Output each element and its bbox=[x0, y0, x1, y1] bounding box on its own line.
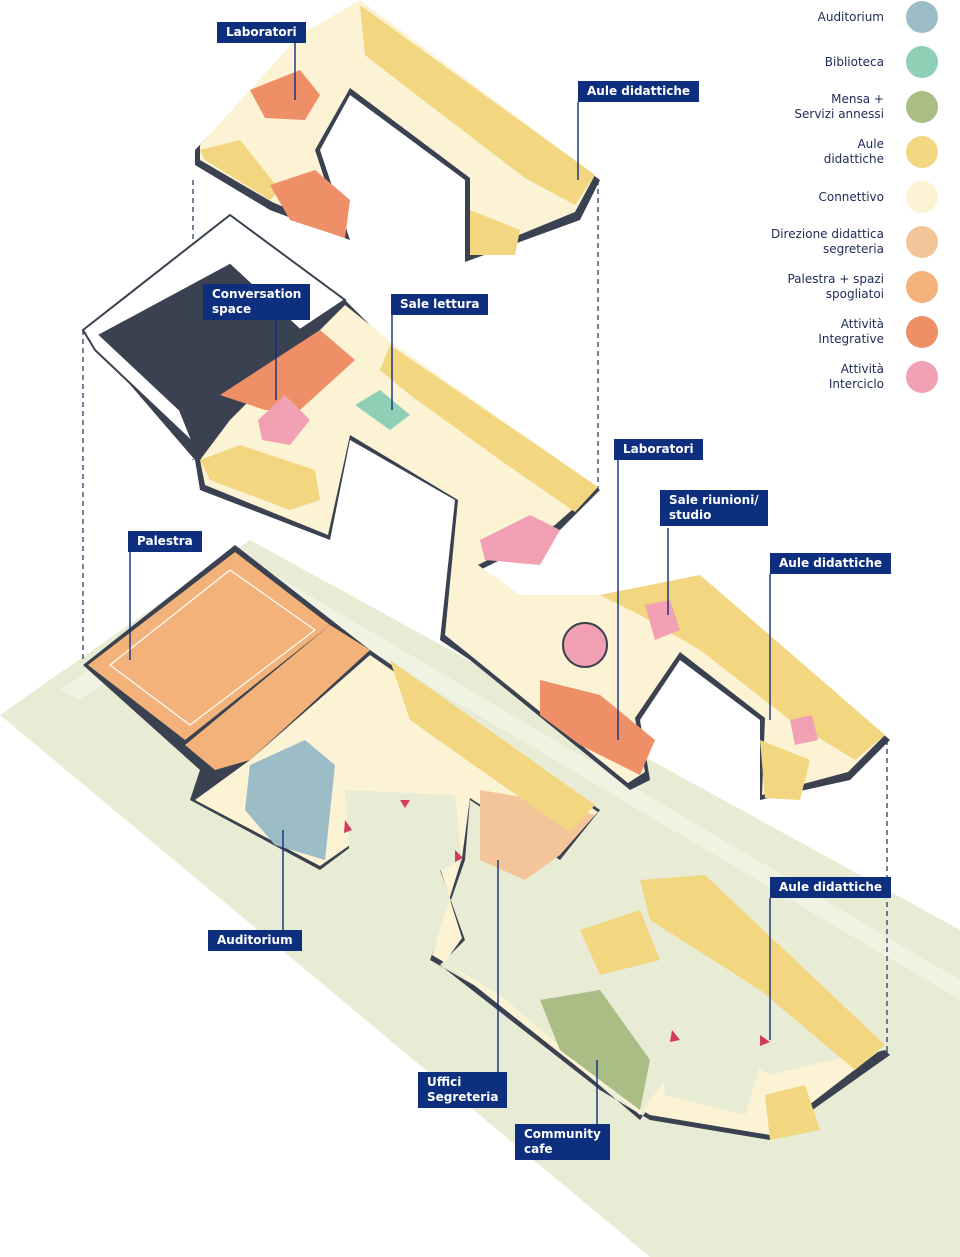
callout-aule-top: Aule didattiche bbox=[578, 81, 700, 102]
floor-ground-classrooms-west bbox=[580, 910, 660, 975]
floor-ground-gym bbox=[88, 552, 330, 740]
floor-top-classrooms bbox=[360, 5, 595, 205]
entry-marker-4 bbox=[670, 1030, 680, 1042]
floor-middle-open-frame bbox=[81, 213, 347, 461]
floor-ground-cafe bbox=[540, 990, 650, 1110]
callout-auditorium: Auditorium bbox=[208, 930, 302, 951]
callout-laboratori-mid: Laboratori bbox=[614, 439, 703, 460]
floor-ground-classrooms bbox=[390, 660, 595, 832]
floor-ground-courtyard-1 bbox=[345, 790, 462, 880]
floor-middle-meeting bbox=[645, 600, 680, 640]
legend-swatch bbox=[906, 181, 938, 213]
callout-uffici-segreteria: Uffici Segreteria bbox=[418, 1072, 508, 1108]
entry-marker-2 bbox=[344, 820, 352, 833]
floor-ground-courtyard-2 bbox=[660, 1025, 765, 1115]
legend-item: Attività Interciclo bbox=[828, 360, 938, 394]
legend-item: Direzione didattica segreteria bbox=[770, 225, 938, 259]
legend-label: Auditorium bbox=[817, 9, 884, 24]
floor-top-classrooms-left bbox=[200, 140, 280, 200]
entry-marker-1 bbox=[400, 800, 410, 808]
legend-swatch bbox=[906, 361, 938, 393]
legend-label: Connettivo bbox=[818, 189, 884, 204]
legend-label: Aule didattiche bbox=[823, 137, 884, 166]
legend-swatch bbox=[906, 316, 938, 348]
callout-palestra: Palestra bbox=[128, 531, 202, 552]
floor-ground-gym-court bbox=[109, 569, 317, 726]
legend-label: Direzione didattica segreteria bbox=[770, 227, 884, 256]
floor-middle-interciclo-2 bbox=[480, 515, 560, 565]
legend-label: Attività Interciclo bbox=[828, 362, 884, 391]
callout-aule-mid: Aule didattiche bbox=[770, 553, 892, 574]
entry-marker-3 bbox=[455, 850, 463, 862]
floor-middle-interciclo-1 bbox=[258, 395, 310, 445]
legend-item: Biblioteca bbox=[824, 45, 938, 79]
floor-middle-interciclo-3 bbox=[790, 715, 818, 745]
legend-swatch bbox=[906, 46, 938, 78]
floor-ground-locker bbox=[185, 625, 370, 770]
legend-item: Auditorium bbox=[817, 0, 938, 34]
floor-ground-auditorium bbox=[245, 740, 335, 860]
legend-item: Aule didattiche bbox=[823, 135, 938, 169]
legend-item: Palestra + spazi spogliatoi bbox=[787, 270, 938, 304]
floor-top bbox=[195, 0, 600, 262]
floor-middle-corridor bbox=[200, 305, 885, 795]
legend-swatch bbox=[906, 91, 938, 123]
entry-marker-5 bbox=[760, 1035, 770, 1046]
legend-item: Connettivo bbox=[818, 180, 938, 214]
floor-middle-classrooms-left bbox=[200, 445, 320, 510]
legend-label: Mensa + Servizi annessi bbox=[794, 92, 884, 121]
floor-middle bbox=[81, 213, 890, 800]
floor-middle-classrooms-south bbox=[760, 740, 810, 800]
legend-swatch bbox=[906, 1, 938, 33]
floor-ground-corridor bbox=[195, 655, 883, 1135]
floor-top-classrooms-right bbox=[470, 210, 520, 255]
callout-aule-ground: Aule didattiche bbox=[770, 877, 892, 898]
legend-swatch bbox=[906, 271, 938, 303]
legend-swatch bbox=[906, 136, 938, 168]
callout-community-cafe: Community cafe bbox=[515, 1124, 610, 1160]
callout-laboratori-top: Laboratori bbox=[217, 22, 306, 43]
callout-leaders bbox=[129, 41, 771, 1124]
legend-swatch bbox=[906, 226, 938, 258]
floor-middle-conversation bbox=[220, 330, 355, 410]
floor-middle-classrooms bbox=[380, 345, 598, 512]
floor-ground-classrooms-east bbox=[640, 875, 885, 1070]
legend-label: Attività Integrative bbox=[818, 317, 884, 346]
legend-item: Mensa + Servizi annessi bbox=[794, 90, 938, 124]
floor-middle-library bbox=[355, 390, 410, 430]
floor-ground bbox=[83, 545, 890, 1140]
callout-sale-riunioni: Sale riunioni/ studio bbox=[660, 490, 768, 526]
legend-label: Palestra + spazi spogliatoi bbox=[787, 272, 884, 301]
floor-top-lab-1 bbox=[250, 70, 320, 120]
callout-conversation-space: Conversation space bbox=[203, 284, 311, 320]
legend-label: Biblioteca bbox=[824, 54, 884, 69]
callout-sale-lettura: Sale lettura bbox=[391, 294, 489, 315]
floor-middle-meeting-round bbox=[562, 622, 608, 668]
floor-middle-lab bbox=[540, 680, 655, 775]
legend-item: Attività Integrative bbox=[818, 315, 938, 349]
floor-ground-classrooms-south bbox=[765, 1085, 820, 1140]
floor-top-lab-2 bbox=[270, 170, 350, 238]
